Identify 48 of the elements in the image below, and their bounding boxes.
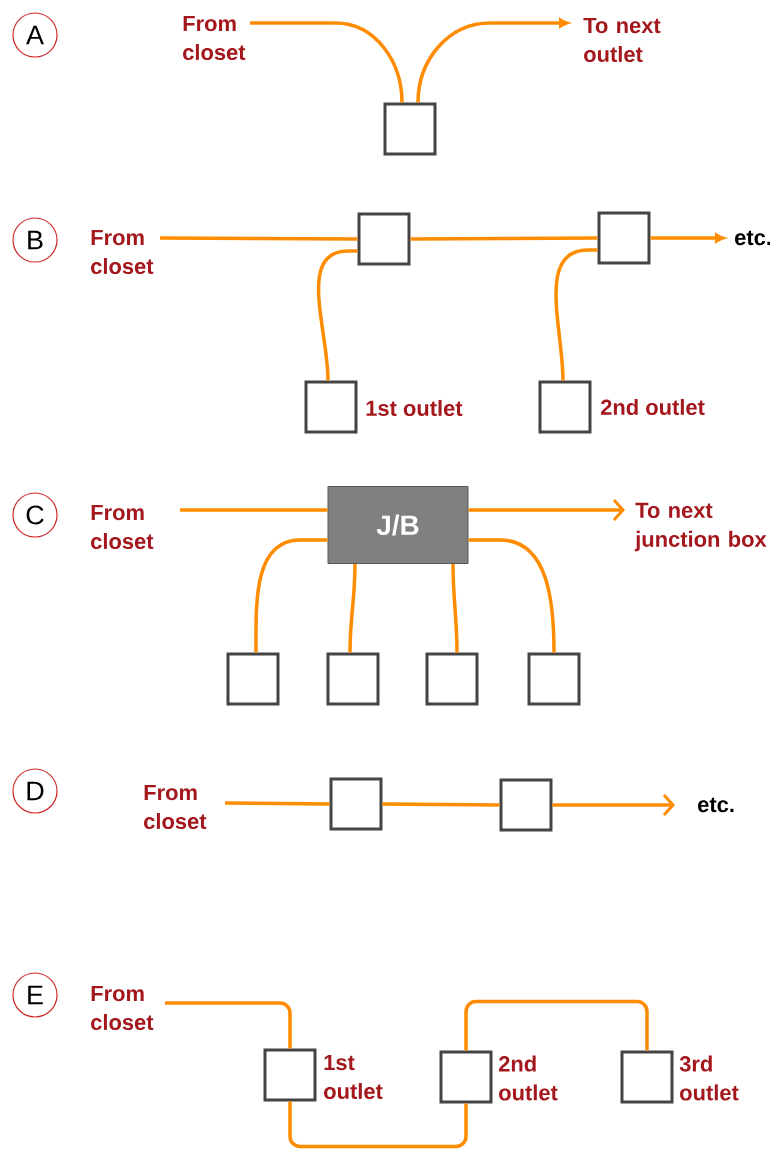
label: To next outlet (583, 17, 661, 63)
outlet-box (329, 777, 383, 831)
section-letter: B (12, 217, 58, 263)
label: From closet (91, 229, 154, 275)
label: etc. (698, 797, 734, 813)
cable-line (464, 999, 649, 1051)
outlet-box (226, 652, 280, 706)
outlet-box (383, 102, 437, 156)
outlet-box (499, 778, 553, 832)
cable-line (160, 236, 358, 241)
cable-line (348, 563, 357, 653)
cable-line (468, 538, 556, 653)
cable-line (250, 21, 404, 103)
outlet-label: 2nd outlet (600, 398, 705, 416)
cable-line (554, 248, 598, 381)
cable-line (410, 236, 598, 241)
label: From closet (91, 985, 154, 1031)
outlet-box (425, 652, 479, 706)
outlet-label: 1st outlet (324, 1054, 383, 1100)
outlet-label: 3rd outlet (679, 1055, 739, 1101)
cable-line (165, 1001, 292, 1049)
cable-arrow (468, 499, 625, 521)
outlet-box (326, 652, 380, 706)
cable-arrow (650, 233, 725, 243)
label: From closet (144, 784, 207, 830)
cable-arrow (552, 794, 675, 816)
label: To next junction box (634, 502, 767, 552)
outlet-box (597, 211, 651, 265)
cable-line (316, 249, 358, 381)
cable-line (382, 802, 500, 807)
cable-line (288, 1101, 468, 1149)
section-letter: A (12, 12, 58, 58)
outlet-label: 2nd outlet (498, 1055, 558, 1101)
section-letter: E (12, 972, 58, 1018)
label: etc. (735, 230, 770, 246)
cable-line (254, 538, 328, 653)
cable-line (180, 508, 328, 512)
outlet-label: 1st outlet (366, 399, 463, 417)
label: From closet (91, 504, 154, 550)
cable-line (451, 563, 459, 653)
section-letter: C (12, 492, 58, 538)
outlet-box (527, 652, 581, 706)
section-letter: D (12, 768, 58, 814)
cable-arrow (416, 18, 569, 103)
cable-line (225, 801, 330, 806)
junction-box: J/B (327, 486, 469, 564)
outlet-box (357, 212, 411, 266)
label: From closet (183, 15, 246, 61)
